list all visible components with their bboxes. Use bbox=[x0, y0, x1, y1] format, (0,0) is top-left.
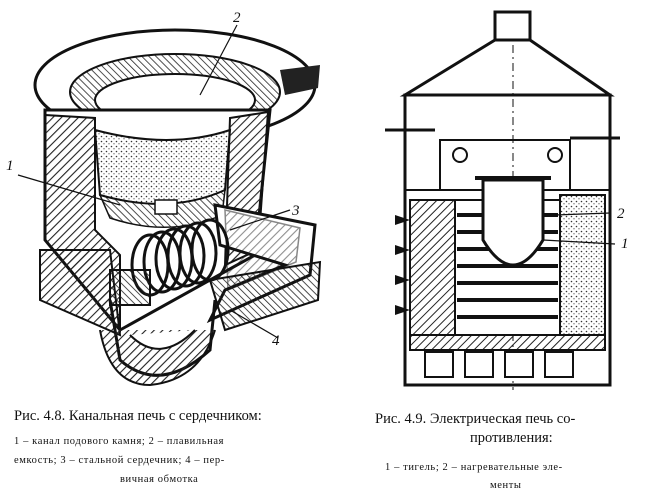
figure-4-9-legend-1: 1 – тигель; 2 – нагревательные эле- bbox=[385, 462, 563, 473]
resistance-furnace-drawing: 2 1 bbox=[365, 0, 647, 400]
label-2: 2 bbox=[233, 10, 241, 26]
figure-4-9-caption-2: противления: bbox=[470, 430, 553, 446]
label-2: 2 bbox=[617, 206, 625, 222]
label-3: 3 bbox=[291, 203, 300, 219]
label-1: 1 bbox=[621, 236, 629, 252]
figure-4-8-legend-3: вичная обмотка bbox=[120, 474, 199, 485]
figure-4-8-legend-1: 1 – канал подового камня; 2 – плавильная bbox=[14, 436, 225, 447]
figure-4-9-legend-2: менты bbox=[490, 480, 522, 491]
figure-4-8-legend-2: емкость; 3 – стальной сердечник; 4 – пер… bbox=[14, 455, 225, 466]
label-1: 1 bbox=[6, 158, 14, 174]
figure-4-8-caption: Рис. 4.8. Канальная печь с сердечником: bbox=[14, 408, 262, 424]
label-4: 4 bbox=[272, 333, 280, 349]
figure-4-9-caption-1: Рис. 4.9. Электрическая печь со- bbox=[375, 411, 576, 427]
channel-furnace-drawing: 1 2 3 4 bbox=[0, 0, 330, 400]
